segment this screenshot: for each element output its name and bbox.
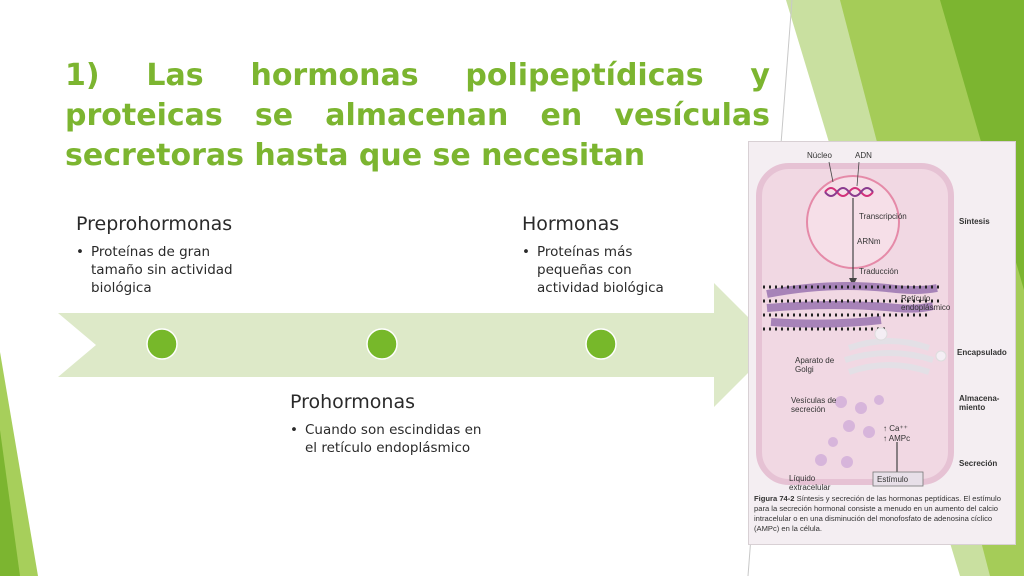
caption-text: Síntesis y secreción de las hormonas pep… (754, 494, 1001, 533)
cell-secretion-figure: Núcleo ADN Transcripción ARNm Traducción… (748, 141, 1016, 545)
step-bullet: Cuando son escindidas en el retículo end… (290, 421, 490, 457)
golgi-cistern-3 (848, 362, 930, 375)
label-nucleo: Núcleo (807, 151, 832, 160)
secretion-vesicle (841, 456, 853, 468)
secretion-vesicle (815, 454, 827, 466)
step-heading: Prohormonas (290, 391, 416, 413)
dna-helix-2 (824, 187, 874, 197)
stimulus-box (872, 471, 924, 487)
golgi-cistern-1 (848, 338, 930, 351)
label-liquido: Líquido extracelular (789, 474, 831, 492)
golgi-vesicle (935, 350, 947, 362)
stage-encapsulado: Encapsulado (957, 348, 1007, 357)
stage-almacenamiento: Almacena- miento (959, 394, 1000, 412)
step-bullets: Proteínas de gran tamaño sin actividad b… (76, 243, 266, 297)
label-ampc: ↑ AMPc (883, 434, 911, 443)
stage-secrecion: Secreción (959, 459, 998, 468)
arrow-head (849, 278, 857, 286)
timeline-dot-3 (585, 328, 617, 360)
step-preprohormonas: Preprohormonas Proteínas de gran tamaño … (76, 213, 266, 297)
secretion-vesicle (835, 396, 847, 408)
step-heading: Hormonas (522, 213, 620, 235)
step-hormonas: Hormonas Proteínas más pequeñas con acti… (522, 213, 692, 297)
label-transcripcion: Transcripción (859, 212, 907, 221)
stage-sintesis: Síntesis (959, 217, 990, 226)
left-triangle-decoration-dark (0, 430, 20, 576)
secretion-vesicle (874, 395, 884, 405)
figure-caption: Figura 74-2 Síntesis y secreción de las … (754, 494, 1008, 534)
label-ca: ↑ Ca⁺⁺ (883, 424, 908, 433)
step-bullet: Proteínas más pequeñas con actividad bio… (522, 243, 692, 297)
er-membrane-2 (766, 301, 934, 313)
secretion-vesicle (863, 426, 875, 438)
label-traduccion: Traducción (859, 267, 899, 276)
timeline-dot-1 (146, 328, 178, 360)
er-membrane-3 (770, 316, 882, 328)
step-bullet: Proteínas de gran tamaño sin actividad b… (76, 243, 266, 297)
secretion-vesicle (828, 437, 838, 447)
label-reticulo: Retículo endoplásmico (901, 294, 951, 312)
label-adn: ADN (855, 151, 872, 160)
nucleo-pointer (828, 161, 834, 183)
step-bullets: Proteínas más pequeñas con actividad bio… (522, 243, 692, 297)
label-estimulo: Estímulo (877, 475, 909, 484)
adn-pointer (856, 161, 860, 187)
step-bullets: Cuando son escindidas en el retículo end… (290, 421, 490, 457)
step-heading: Preprohormonas (76, 213, 233, 235)
label-vesiculas: Vesículas de secreción (791, 396, 837, 414)
arrow-shape (58, 283, 776, 407)
label-golgi: Aparato de Golgi (795, 356, 835, 374)
slide-title: 1) Las hormonas polipeptídicas y proteic… (65, 58, 770, 173)
timeline-dot-2 (366, 328, 398, 360)
golgi-cistern-2 (844, 350, 934, 363)
secretion-vesicle (843, 420, 855, 432)
secretion-vesicle (855, 402, 867, 414)
golgi-vesicle (874, 327, 888, 341)
cell-diagram (756, 161, 954, 487)
caption-label: Figura 74-2 (754, 494, 795, 503)
label-arnm: ARNm (857, 237, 881, 246)
step-prohormonas: Prohormonas Cuando son escindidas en el … (290, 391, 490, 457)
